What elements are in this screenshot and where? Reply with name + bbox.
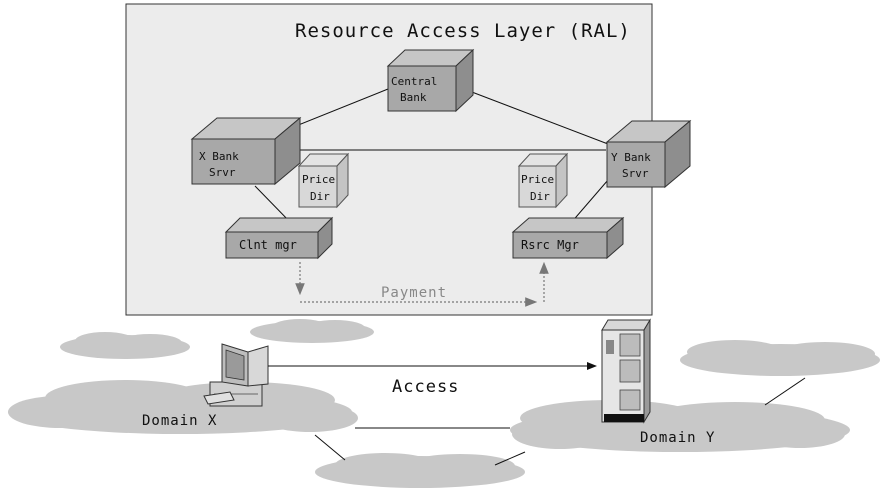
ral-title: Resource Access Layer (RAL) (295, 20, 631, 42)
price-dir-left-line2: Dir (310, 190, 330, 203)
payment-flow: Payment (295, 261, 549, 307)
x-bank-label-line2: Srvr (209, 166, 236, 179)
central-bank-label-line1: Central (391, 75, 437, 88)
cloud-left-upper (60, 332, 190, 359)
central-bank-label-line2: Bank (400, 91, 427, 104)
server-tower-icon (601, 318, 651, 424)
y-bank-label-line1: Y Bank (611, 151, 651, 164)
resource-manager-node: Rsrc Mgr (511, 216, 625, 260)
central-bank-node: Central Bank (386, 48, 475, 113)
y-bank-label-line2: Srvr (622, 167, 649, 180)
payment-label: Payment (381, 285, 447, 301)
cloud-small-top (250, 319, 374, 343)
x-bank-label-line1: X Bank (199, 150, 239, 163)
access-flow: Access (268, 362, 597, 397)
domain-x-label: Domain X (142, 413, 217, 429)
x-bank-server-node: X Bank Srvr (190, 116, 302, 186)
price-dir-right-line1: Price (521, 173, 554, 186)
price-dir-right-node: Price Dir (517, 152, 569, 209)
network-links (314, 377, 806, 466)
y-bank-server-node: Y Bank Srvr (605, 119, 692, 189)
cloud-domain-y (510, 400, 850, 452)
cloud-right-upper (680, 340, 880, 376)
price-dir-left-line1: Price (302, 173, 335, 186)
domain-y-label: Domain Y (640, 430, 715, 446)
resource-manager-label: Rsrc Mgr (521, 238, 579, 252)
client-manager-node: Clnt mgr (224, 216, 334, 260)
cloud-bottom-middle (315, 453, 525, 488)
price-dir-right-line2: Dir (530, 190, 550, 203)
price-dir-left-node: Price Dir (297, 152, 350, 209)
clouds (8, 319, 880, 488)
access-label: Access (392, 377, 459, 397)
desktop-computer-icon (203, 343, 269, 407)
client-manager-label: Clnt mgr (239, 238, 297, 252)
